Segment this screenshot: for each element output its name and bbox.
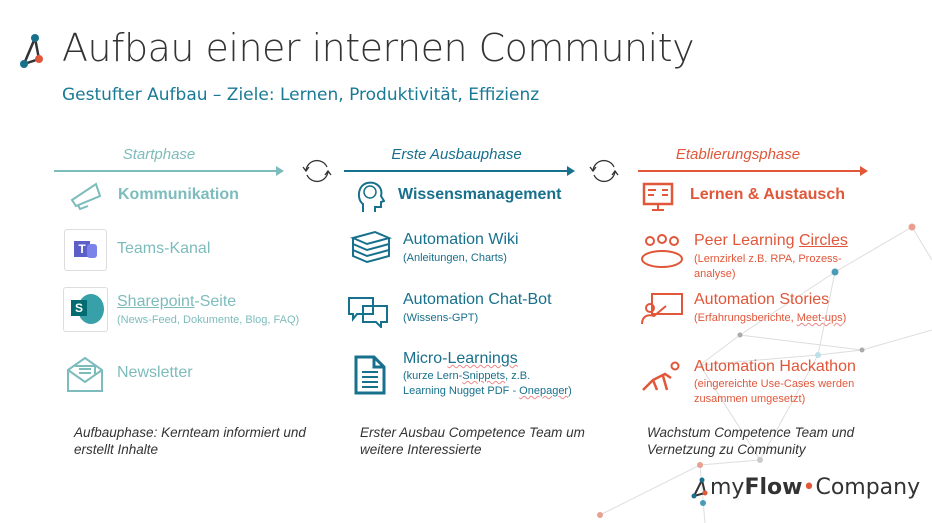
item-title-b: Learnings [447,350,518,367]
heading-kommunikation: Kommunikation [118,186,239,203]
note-part: Learning Nugget PDF - [403,385,520,397]
footer-start: Aufbauphase: Kernteam informiert und ers… [74,425,306,457]
phase-label-start: Startphase [122,146,196,163]
item-chatbot-note: (Wissens-GPT) [403,312,479,324]
item-stories: Automation Stories [694,291,830,308]
brand-logo-icon [691,477,708,499]
item-hackathon-note: (eingereichte Use-Cases werden zusammen … [694,378,855,405]
sharepoint-icon: S [63,287,108,332]
note-part: ) [568,385,572,397]
item-sharepoint-note: (News-Feed, Dokumente, Blog, FAQ) [117,314,300,326]
phase-arrow-middle [344,166,575,176]
item-peer-learning-note: (Lernzirkel z.B. RPA, Prozess-analyse) [694,253,842,280]
cycle-icon [589,159,619,183]
people-circle-icon [641,234,683,268]
item-wiki: Automation Wiki [403,231,519,248]
item-wiki-note: (Anleitungen, Charts) [403,252,507,264]
presentation-icon [642,182,674,211]
heading-wissensmanagement: Wissensmanagement [398,186,562,203]
item-hackathon: Automation Hackathon [694,358,856,375]
note-part: Meet-ups [796,312,843,324]
teams-icon: T [64,229,107,271]
phase-label-end: Etablierungsphase [675,146,801,163]
footer-end: Wachstum Competence Team und Vernetzung … [647,425,855,457]
sharepoint-link[interactable]: Sharepoint [117,293,195,310]
phase-arrow-start [54,166,284,176]
brand-text: Flow [744,475,803,500]
brand-logo: myFlow•Company [690,475,920,500]
books-icon [350,230,392,264]
item-teams-kanal: Teams-Kanal [117,240,211,257]
item-microlearnings: Micro-Learnings [403,350,518,368]
item-suffix: -Seite [194,293,237,310]
item-title: Micro- [403,350,448,367]
circles-link[interactable]: Circles [798,232,848,249]
chat-bubbles-icon [348,297,388,328]
document-icon [354,355,386,395]
item-newsletter: Newsletter [117,364,193,381]
note-part: , z.B. [505,370,531,382]
phase-label-middle: Erste Ausbauphase [391,146,522,163]
note-part: (Erfahrungsberichte, [694,312,797,324]
presenter-icon [641,293,683,325]
megaphone-icon [70,182,102,210]
brain-head-icon [357,181,385,212]
newsletter-icon [67,356,103,392]
item-sharepoint: Sharepoint-Seite [117,293,236,311]
item-peer-learning: Peer Learning Circles [694,232,848,250]
item-stories-note: (Erfahrungsberichte, Meet-ups) [694,311,846,326]
item-microlearnings-note: (kurze Lern-Snippets, z.B. Learning Nugge… [403,369,583,399]
page-title: Aufbau einer internen Community [62,26,695,70]
footer-middle: Erster Ausbau Competence Team um weitere… [360,425,585,457]
brand-text: Company [815,475,921,500]
heading-lernen-austausch: Lernen & Austausch [690,186,845,203]
sprinter-icon [642,361,680,391]
cycle-icon [302,159,332,183]
note-part: ) [842,312,847,324]
item-title: Peer Learning [694,232,799,249]
phase-arrow-end [638,166,868,176]
page-subtitle: Gestufter Aufbau – Ziele: Lernen, Produk… [62,85,540,105]
brand-text: my [710,475,745,500]
logo-icon [20,33,43,68]
brand-dot: • [802,475,816,500]
item-chatbot: Automation Chat-Bot [403,291,552,308]
note-part: Onepager [519,385,569,397]
note-part: (kurze Lern- [403,370,463,382]
note-part: Snippets [462,370,506,382]
